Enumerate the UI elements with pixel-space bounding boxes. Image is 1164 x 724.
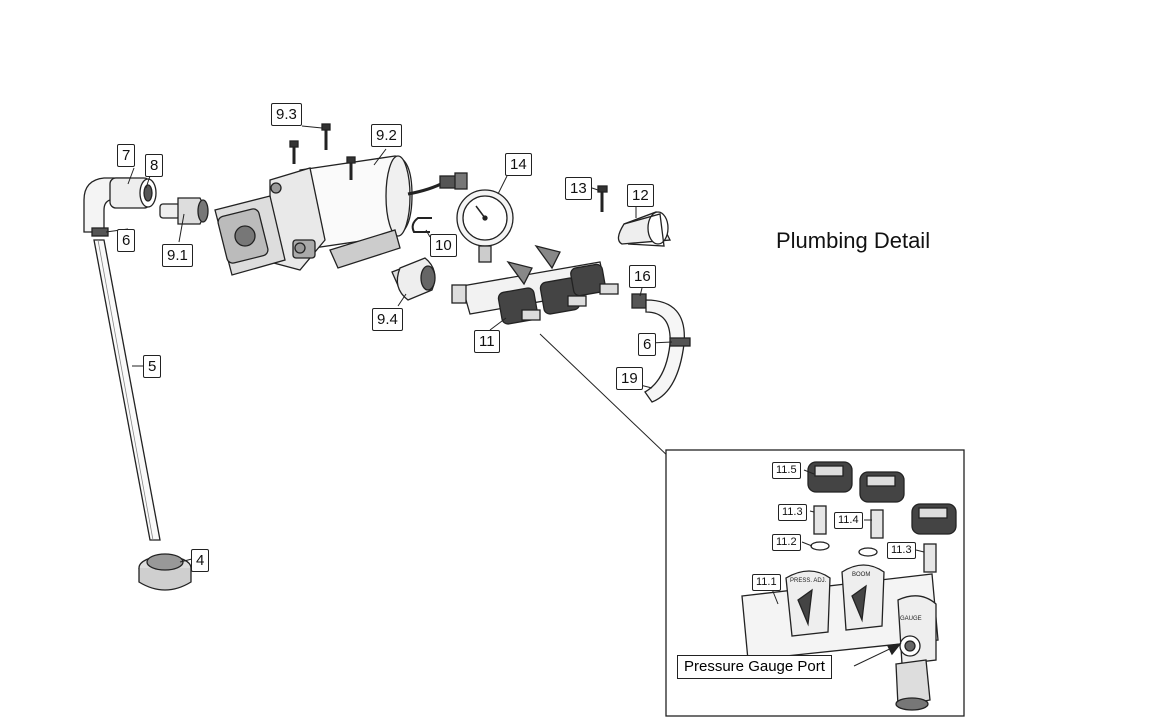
callout-11-1: 11.1 [752, 574, 781, 591]
clip-10 [411, 217, 432, 233]
callout-9-4: 9.4 [372, 308, 403, 331]
valve-label-gauge: GAUGE [900, 616, 922, 622]
suction-tube [93, 239, 161, 541]
detail-inset-parts: PRESS. ADJ. BOOM GAUGE [741, 461, 957, 711]
callout-13: 13 [565, 177, 592, 200]
valve-label-boom: BOOM [852, 572, 870, 578]
callout-6-inlet: 6 [117, 229, 136, 252]
pump-assembly [214, 155, 468, 276]
callout-8: 8 [145, 154, 164, 177]
callout-5: 5 [143, 355, 162, 378]
callout-11-4: 11.4 [834, 512, 863, 529]
callout-11: 11 [474, 330, 500, 353]
callout-11-2: 11.2 [772, 534, 801, 551]
callout-4: 4 [191, 549, 210, 572]
plumbing-detail-title: Plumbing Detail [776, 228, 931, 253]
leader-lines [105, 125, 761, 563]
screws-9-3 [289, 123, 356, 180]
fitting-9-4 [391, 257, 436, 301]
screw-13 [597, 185, 608, 212]
callout-7: 7 [117, 144, 136, 167]
callout-9-3: 9.3 [271, 103, 302, 126]
callout-14: 14 [505, 153, 532, 176]
callout-16: 16 [629, 265, 656, 288]
pressure-gauge-port-label: Pressure Gauge Port [677, 655, 832, 679]
callout-6-outlet: 6 [638, 333, 657, 356]
port-arrowhead [887, 643, 902, 656]
strainer [138, 553, 192, 591]
callout-9-1: 9.1 [162, 244, 193, 267]
callout-11-3-right: 11.3 [887, 542, 916, 559]
inlet-elbow [83, 177, 157, 237]
pressure-gauge [456, 189, 514, 263]
callout-9-2: 9.2 [371, 124, 402, 147]
callout-10: 10 [430, 234, 457, 257]
valve-label-press-adj: PRESS. ADJ. [790, 578, 827, 584]
callout-12: 12 [627, 184, 654, 207]
fitting-9-1 [159, 197, 209, 225]
manifold-11 [451, 244, 619, 325]
callout-19: 19 [616, 367, 643, 390]
callout-11-3-left: 11.3 [778, 504, 807, 521]
elbow-16-hose-19 [631, 293, 691, 403]
bracket-12 [617, 211, 672, 247]
callout-11-5: 11.5 [772, 462, 801, 479]
